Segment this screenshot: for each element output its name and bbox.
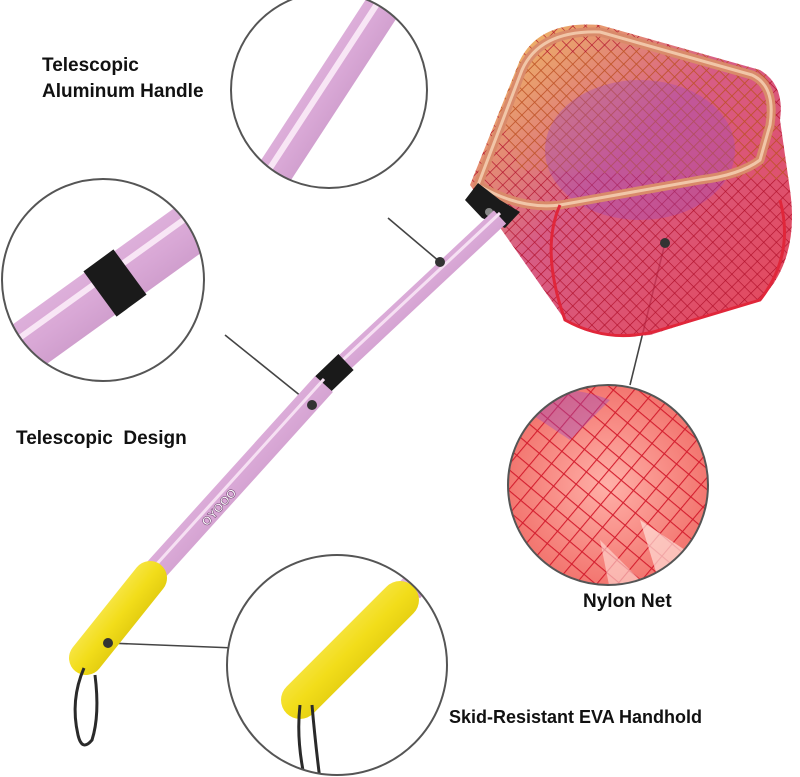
zoom-circle-nylon-net	[507, 384, 709, 586]
callout-dot-design	[307, 400, 317, 410]
eva-grip	[69, 561, 167, 675]
zoom-circle-aluminum-handle	[230, 0, 428, 189]
zoom-circle-telescopic-design	[1, 178, 205, 382]
callout-line-design	[224, 334, 313, 406]
landing-net	[465, 24, 792, 338]
label-nylon-net: Nylon Net	[583, 591, 672, 612]
label-telescopic: Telescopic	[42, 55, 139, 76]
label-telescopic-design: Telescopic Design	[16, 428, 187, 449]
telescopic-handle: OYOOO	[69, 210, 670, 747]
label-aluminum-handle: Aluminum Handle	[42, 81, 204, 102]
callout-dot-grip	[103, 638, 113, 648]
callout-line-grip	[107, 642, 236, 649]
label-eva-handhold: Skid-Resistant EVA Handhold	[449, 707, 703, 727]
callout-dot-net	[660, 238, 670, 248]
telescopic-collar	[314, 354, 354, 393]
callout-dot-handle	[435, 257, 445, 267]
lanyard	[73, 667, 99, 747]
zoom-circle-eva-handhold	[226, 554, 448, 776]
callout-line-handle	[387, 217, 441, 263]
